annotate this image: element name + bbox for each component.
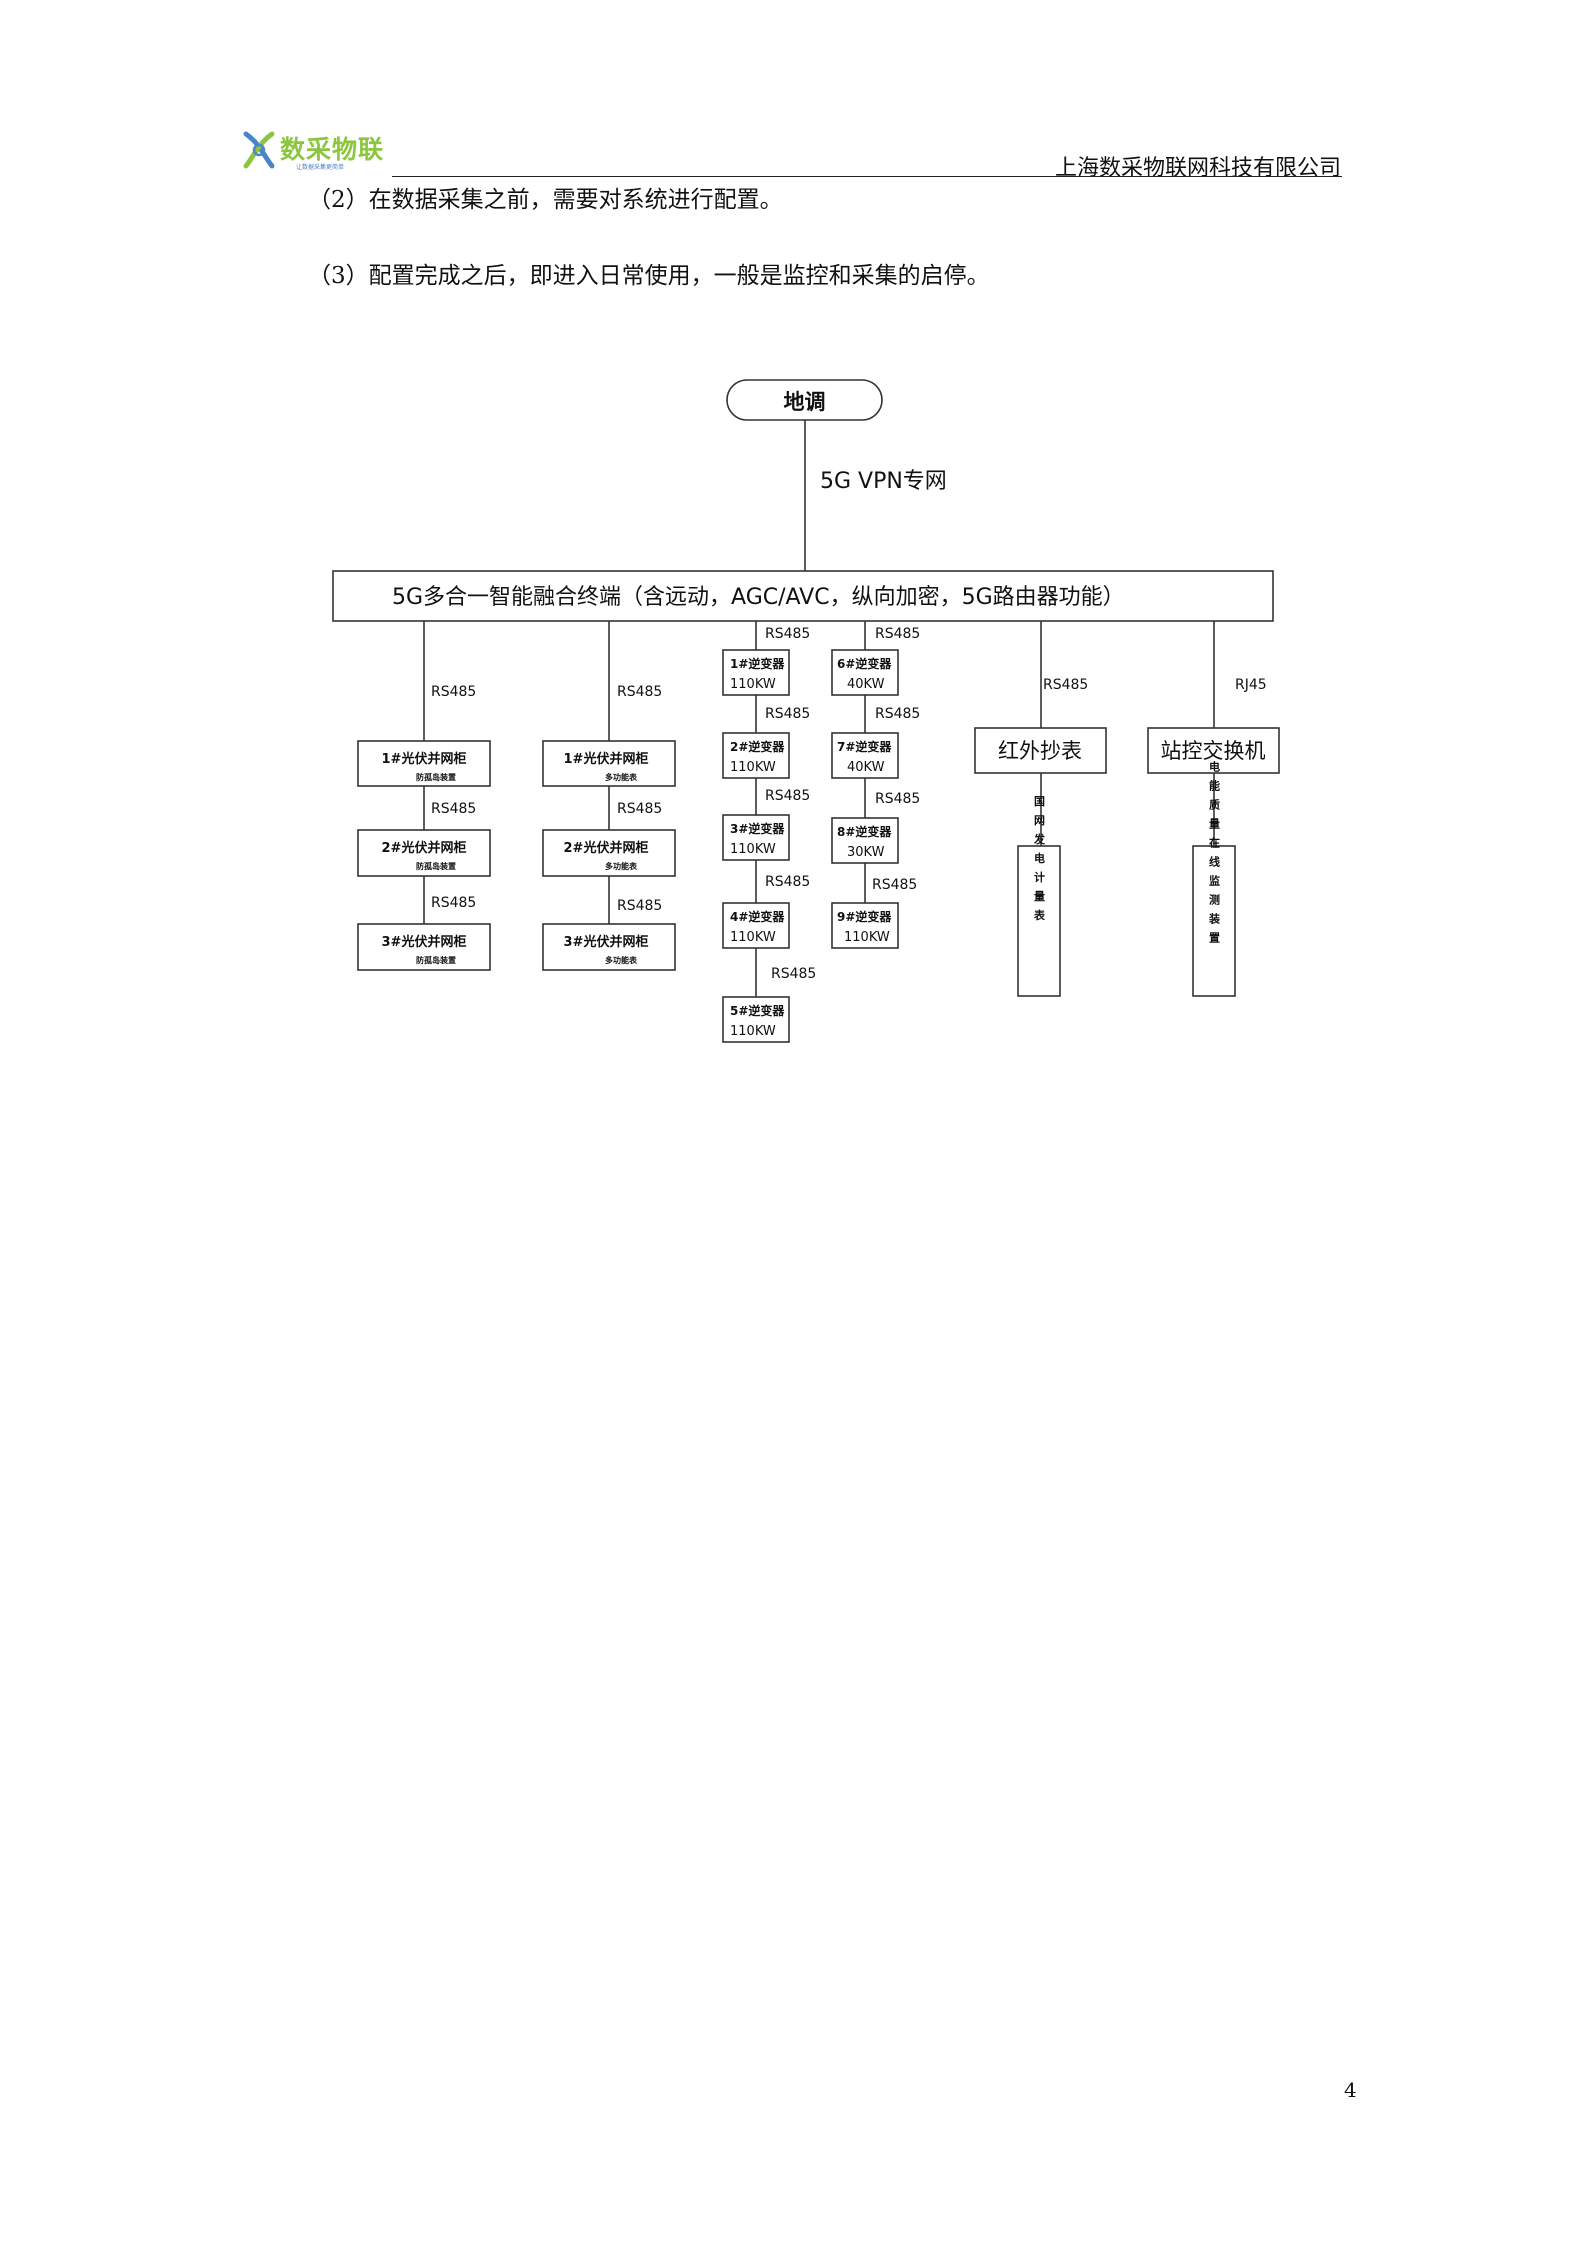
node-cabinet-title: 3#光伏并网柜: [564, 934, 649, 950]
node-cabinet: [542, 923, 676, 971]
node-inverter-title: 8#逆变器: [837, 824, 892, 839]
link-label: RS485: [431, 801, 476, 817]
node-inverter-power: 40KW: [847, 677, 885, 692]
node-inverter: [831, 732, 899, 779]
node-meter-reader: [974, 727, 1107, 774]
paragraph-usage: （3）配置完成之后，即进入日常使用，一般是监控和采集的启停。: [308, 263, 990, 289]
node-inverter: [722, 996, 790, 1043]
logo-mark-icon: [243, 131, 275, 169]
paragraph-config: （2）在数据采集之前，需要对系统进行配置。: [308, 187, 783, 213]
link-label: RS485: [431, 895, 476, 911]
node-inverter: [831, 817, 899, 864]
logo-text: 数采物联: [280, 135, 385, 164]
node-inverter-power: 110KW: [730, 930, 776, 945]
node-power-quality-label: 电能质量在线监测装置: [1208, 760, 1222, 951]
company-logo: 数采物联 让数据采集更简单: [240, 128, 400, 172]
link-label: RS485: [617, 801, 662, 817]
node-cabinet-title: 3#光伏并网柜: [382, 934, 467, 950]
node-inverter-title: 4#逆变器: [730, 909, 785, 924]
node-cabinet-title: 2#光伏并网柜: [382, 840, 467, 856]
node-inverter-title: 6#逆变器: [837, 656, 892, 671]
node-inverter-power: 110KW: [730, 1024, 776, 1039]
node-power-quality: [1192, 845, 1236, 997]
node-meter-reader-label: 红外抄表: [998, 739, 1082, 763]
link-label: RS485: [875, 706, 920, 722]
node-cabinet-sub: 多功能表: [605, 861, 638, 871]
node-cabinet-title: 1#光伏并网柜: [382, 751, 467, 767]
node-inverter-power: 30KW: [847, 845, 885, 860]
node-inverter-power: 40KW: [847, 760, 885, 775]
node-cabinet-title: 1#光伏并网柜: [564, 751, 649, 767]
node-cabinet: [357, 740, 491, 787]
node-cabinet-sub: 多功能表: [605, 772, 638, 782]
node-grid-meter-label: 国网发电计量表: [1033, 795, 1047, 928]
node-inverter-power: 110KW: [730, 842, 776, 857]
link-label: RS485: [617, 684, 662, 700]
link-label: RS485: [771, 966, 816, 982]
node-cabinet: [357, 923, 491, 971]
node-inverter-title: 5#逆变器: [730, 1003, 785, 1018]
node-cabinet: [357, 829, 491, 877]
link-label: RJ45: [1235, 677, 1267, 693]
link-label: RS485: [765, 874, 810, 890]
link-label: RS485: [431, 684, 476, 700]
node-inverter-power: 110KW: [730, 760, 776, 775]
node-inverter-title: 2#逆变器: [730, 739, 785, 754]
node-inverter-title: 7#逆变器: [837, 739, 892, 754]
link-label: RS485: [765, 626, 810, 642]
node-inverter-power: 110KW: [844, 930, 890, 945]
link-label: RS485: [617, 898, 662, 914]
node-inverter: [722, 902, 790, 949]
node-grid-meter: [1017, 845, 1061, 997]
link-top-label: 5G VPN专网: [820, 469, 947, 494]
node-cabinet-sub: 防孤岛装置: [416, 955, 456, 965]
node-inverter: [722, 649, 790, 696]
node-inverter-title: 9#逆变器: [837, 909, 892, 924]
node-switch-label: 站控交换机: [1161, 739, 1266, 763]
node-cabinet: [542, 829, 676, 877]
node-inverter: [722, 814, 790, 861]
link-label: RS485: [1043, 677, 1088, 693]
node-dispatch: [726, 379, 883, 421]
node-cabinet-sub: 防孤岛装置: [416, 861, 456, 871]
node-inverter: [831, 902, 899, 949]
node-inverter-title: 3#逆变器: [730, 821, 785, 836]
page-number: 4: [1344, 2078, 1357, 2102]
link-label: RS485: [875, 791, 920, 807]
logo-tagline: 让数据采集更简单: [296, 164, 345, 171]
link-label: RS485: [765, 788, 810, 804]
node-cabinet: [542, 740, 676, 787]
node-cabinet-sub: 防孤岛装置: [416, 772, 456, 782]
node-terminal-label: 5G多合一智能融合终端（含远动，AGC/AVC，纵向加密，5G路由器功能）: [392, 585, 1125, 610]
node-inverter: [722, 732, 790, 779]
node-switch: [1147, 727, 1280, 774]
node-cabinet-sub: 多功能表: [605, 955, 638, 965]
link-label: RS485: [765, 706, 810, 722]
node-dispatch-label: 地调: [784, 390, 826, 414]
node-terminal: [332, 570, 1274, 622]
link-label: RS485: [872, 877, 917, 893]
node-inverter: [831, 649, 899, 696]
link-label: RS485: [875, 626, 920, 642]
node-cabinet-title: 2#光伏并网柜: [564, 840, 649, 856]
node-inverter-title: 1#逆变器: [730, 656, 785, 671]
header-rule: [392, 176, 1342, 177]
node-inverter-power: 110KW: [730, 677, 776, 692]
